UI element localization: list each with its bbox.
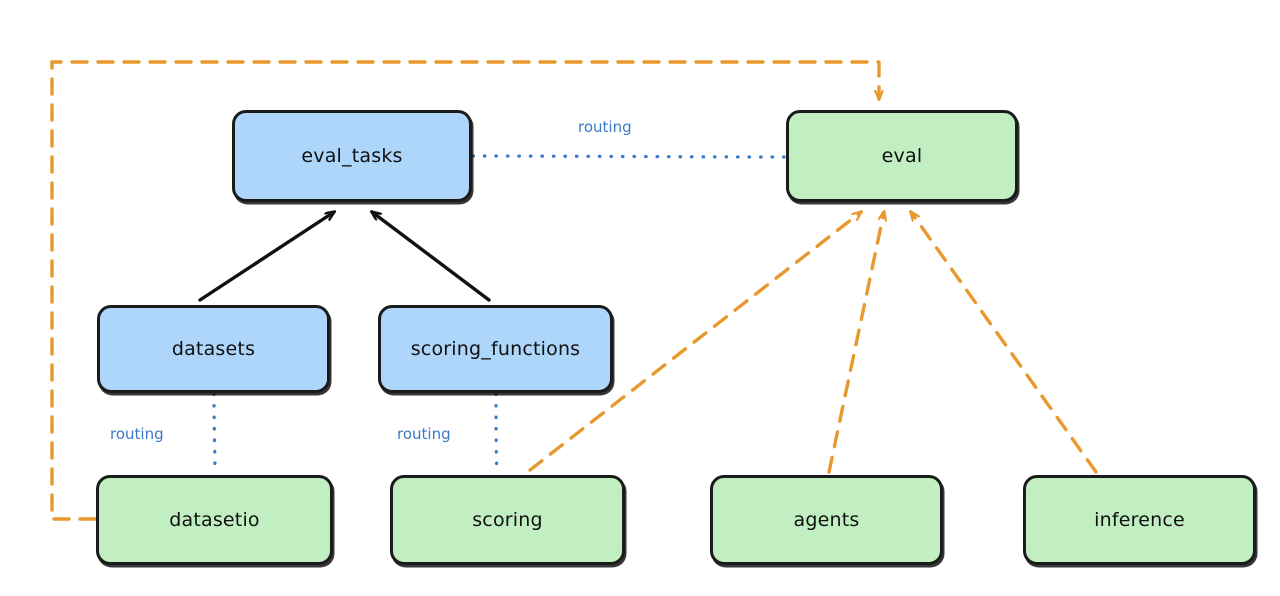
edge-inference-eval (909, 212, 1098, 474)
edge-datasetio-eval (50, 60, 879, 521)
edge-eval_tasks-eval (471, 154, 787, 159)
node-scoring[interactable]: scoring (390, 475, 625, 565)
edge-datasets-eval_tasks (198, 212, 334, 302)
edge-scoring_functions-scoring (494, 392, 499, 476)
node-eval-tasks-label: eval_tasks (301, 145, 403, 167)
edge-agents-eval (827, 212, 884, 474)
node-scoring-functions-label: scoring_functions (410, 338, 581, 360)
node-scoring-functions[interactable]: scoring_functions (378, 305, 613, 393)
edge-datasets-datasetio (212, 392, 217, 476)
edge-scoring_functions-eval_tasks (372, 212, 491, 302)
edge-scoring-eval (528, 212, 861, 472)
node-eval-tasks[interactable]: eval_tasks (232, 110, 472, 202)
node-datasets-label: datasets (171, 338, 256, 360)
node-agents[interactable]: agents (710, 475, 943, 565)
node-datasetio[interactable]: datasetio (96, 475, 333, 565)
node-datasets[interactable]: datasets (97, 305, 330, 393)
node-inference[interactable]: inference (1023, 475, 1256, 565)
node-inference-label: inference (1094, 509, 1185, 531)
edge-label-routing-datasets-datasetio: routing (110, 425, 164, 443)
node-eval-label: eval (881, 145, 923, 167)
node-datasetio-label: datasetio (169, 509, 260, 531)
node-agents-label: agents (793, 509, 860, 531)
node-scoring-label: scoring (472, 509, 543, 531)
edge-label-routing-scoring-functions-scoring: routing (397, 425, 451, 443)
node-eval[interactable]: eval (786, 110, 1018, 202)
edge-label-routing-eval-tasks-eval: routing (578, 118, 632, 136)
